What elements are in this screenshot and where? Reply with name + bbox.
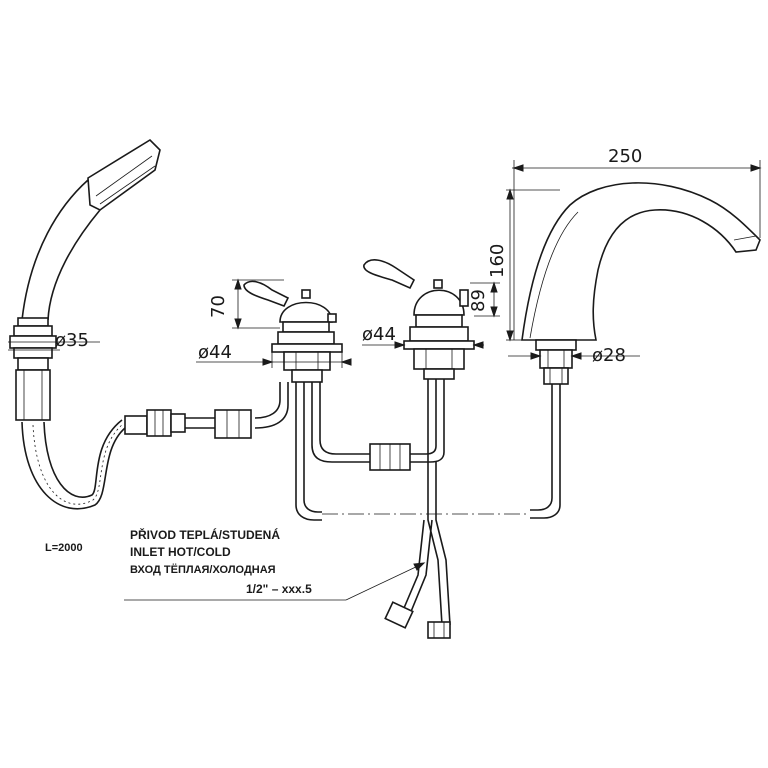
spout-diameter-label: ø28 xyxy=(592,345,626,366)
left-valve xyxy=(243,280,370,521)
spout-dimensions: 250 160 ø28 xyxy=(487,146,762,366)
right-valve-diameter-label: ø44 xyxy=(362,324,396,345)
inlet-label-en: INLET HOT/COLD xyxy=(130,545,231,559)
inlet-label-ru: ВХОД ТЁПЛАЯ/ХОЛОДНАЯ xyxy=(130,563,276,576)
right-valve-height-label: 89 xyxy=(468,289,489,312)
spout-width-label: 250 xyxy=(608,146,642,167)
left-valve-dimensions: 70 ø44 xyxy=(196,278,352,368)
right-valve-dimensions: 89 ø44 xyxy=(362,281,500,349)
hose-length-label: L=2000 xyxy=(45,542,83,554)
spout xyxy=(521,182,761,519)
shower-diameter-label: ø35 xyxy=(55,330,89,351)
spout-height-label: 160 xyxy=(487,244,508,278)
left-valve-diameter-label: ø44 xyxy=(198,342,232,363)
inlet-label-cz: PŘIVOD TEPLÁ/STUDENÁ xyxy=(130,527,280,542)
inlet-nuts xyxy=(384,601,451,639)
hand-shower xyxy=(9,138,252,510)
middle-connector xyxy=(369,443,411,471)
shower-diameter-dimension: ø35 xyxy=(8,330,100,351)
right-valve xyxy=(363,259,475,626)
inlet-label: PŘIVOD TEPLÁ/STUDENÁ INLET HOT/COLD ВХОД… xyxy=(124,527,426,601)
inlet-thread-label: 1/2" – xxx.5 xyxy=(246,582,312,596)
left-valve-height-label: 70 xyxy=(208,295,229,318)
